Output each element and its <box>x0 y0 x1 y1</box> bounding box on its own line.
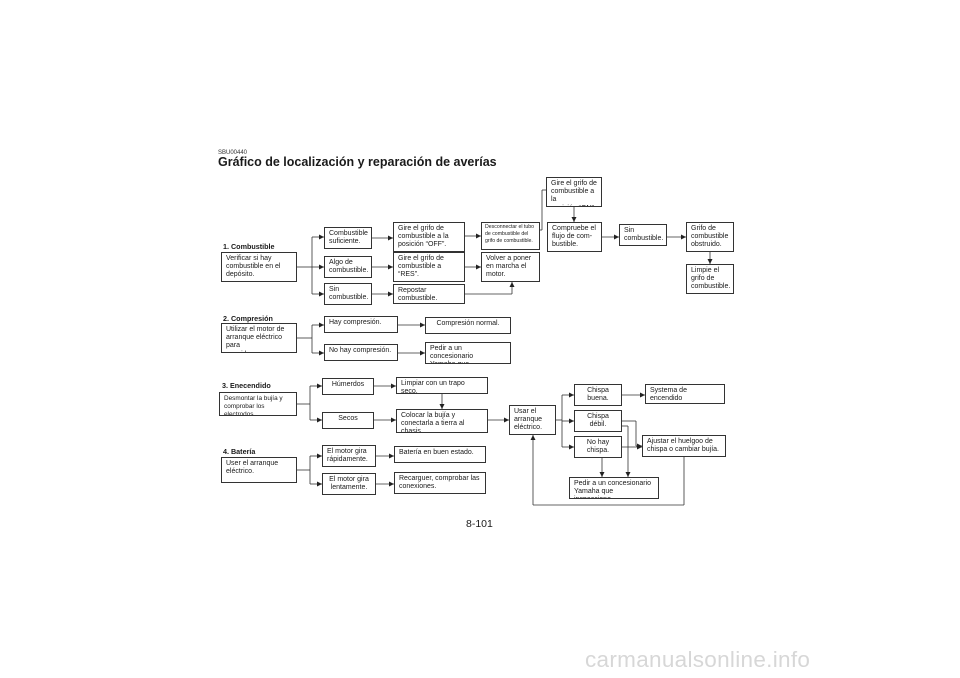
box-wipe-plug: Limpiar con un trapo seco. <box>396 377 488 394</box>
box-valve-res: Gire el grifo de combustible a “RES”. <box>393 252 465 282</box>
box-valve-off: Gire el grifo de combustible a la posici… <box>393 222 465 252</box>
connector-arrow-13 <box>388 291 393 297</box>
connector-arrow-41 <box>420 350 425 356</box>
box-fuel-sufficient: Combustible suficiente. <box>324 227 372 249</box>
box-no-fuel: Sin combustible. <box>619 224 667 246</box>
box-spark-weak: Chispa débil. <box>574 410 622 432</box>
connector-arrow-31 <box>707 259 713 264</box>
box-check-flow: Compruebe el flujo de com- bustible. <box>547 222 602 252</box>
box-no-compression: No hay compresión. <box>324 344 398 361</box>
connector-arrow-3 <box>319 234 324 240</box>
page-number: 8-101 <box>466 518 493 530</box>
connector-arrow-27 <box>614 234 619 240</box>
connector-arrow-55 <box>504 417 509 423</box>
connector-arrow-59 <box>569 392 574 398</box>
box-adjust-gap: Ajustar el huelgoo de chispa o cambiar b… <box>642 435 726 457</box>
connector-arrow-39 <box>420 322 425 328</box>
box-no-spark: No hay chispa. <box>574 436 622 458</box>
connector-arrow-45 <box>317 383 322 389</box>
box-refuel: Repostar combustible. <box>393 284 465 304</box>
connector-arrow-80 <box>530 435 536 440</box>
box-fuel-check: Verificar si hay combustible en el depós… <box>221 252 297 282</box>
connector-arrow-5 <box>319 264 324 270</box>
box-spark-good: Chispa buena. <box>574 384 622 406</box>
connector-arrow-17 <box>476 264 481 270</box>
connector-arrow-63 <box>569 444 574 450</box>
watermark-text: carmanualsonline.info <box>585 647 811 672</box>
connector-arrow-65 <box>640 392 645 398</box>
box-compression-check: Utilizar el motor de arranque eléctrico … <box>221 323 297 353</box>
connector-arrow-11 <box>388 264 393 270</box>
connector-arrow-25 <box>571 217 577 222</box>
box-ignition-dealer: Pedir a un concesionario Yamaha que insp… <box>569 477 659 499</box>
connector-arrow-9 <box>388 235 393 241</box>
connector-arrow-74 <box>625 472 631 477</box>
box-wet: Húmerdos <box>322 378 374 395</box>
box-ground-plug: Colocar la bujía y conectarla a tierra a… <box>396 409 488 433</box>
page-title: Gráfico de localización y reparación de … <box>218 155 497 169</box>
connector-arrow-49 <box>391 383 396 389</box>
box-restart-engine: Volver a poner en marcha el motor. <box>481 252 540 282</box>
box-engine-fast: El motor gira rápidamente. <box>322 445 376 467</box>
connector-arrow-88 <box>389 453 394 459</box>
connector-arrow-51 <box>391 417 396 423</box>
box-has-compression: Hay compresión. <box>324 316 398 333</box>
connector-arrow-84 <box>317 453 322 459</box>
connector-arrow-35 <box>319 322 324 328</box>
connector-arrow-29 <box>681 234 686 240</box>
box-compression-normal: Compresión normal. <box>425 317 511 334</box>
box-fuel-some: Algo de combustible. <box>324 256 372 278</box>
section-ignition-heading: 3. Enecendido <box>222 381 271 390</box>
box-ignition-check: Desmontar la bujía y comprobar los elect… <box>219 392 297 416</box>
section-battery-heading: 4. Batería <box>223 447 256 456</box>
connector-arrow-53 <box>439 404 445 409</box>
connector-arrow-61 <box>569 418 574 424</box>
connector-arrow-71 <box>637 444 642 450</box>
box-battery-check: User el arranque eléctrico. <box>221 457 297 483</box>
box-dry: Secos <box>322 412 374 429</box>
box-disconnect-hose: Desconnectar el tubo de combustible del … <box>481 222 540 250</box>
box-compression-dealer: Pedir a un concesionario Yamaha que insp… <box>425 342 511 364</box>
connector-arrow-47 <box>317 417 322 423</box>
box-electric-starter: Usar el arranque eléctrico. <box>509 405 556 435</box>
section-code: SBU00440 <box>218 150 248 156</box>
box-valve-clogged: Grifo de combustible obstruido. <box>686 222 734 252</box>
box-ignition-normal: Systema de encendido normal. <box>645 384 725 404</box>
section-compression-heading: 2. Compresión <box>223 314 273 323</box>
connector-arrow-37 <box>319 350 324 356</box>
connector-arrow-20 <box>509 282 515 287</box>
box-valve-on: Gire el grifo de combustible a la posici… <box>546 177 602 207</box>
connector-arrow-86 <box>317 481 322 487</box>
box-engine-slow: El motor gira lentamente. <box>322 473 376 495</box>
box-clean-valve: Limpie el grifo de combustible. <box>686 264 734 294</box>
section-fuel-heading: 1. Combustible <box>223 242 275 251</box>
connector-arrow-7 <box>319 291 324 297</box>
connector-arrow-90 <box>389 481 394 487</box>
box-recharge: Recarguer, comprobar las conexiones. <box>394 472 486 494</box>
connector-arrow-15 <box>476 233 481 239</box>
connector-arrow-76 <box>599 472 605 477</box>
box-fuel-none: Sin combustible. <box>324 283 372 305</box>
box-battery-ok: Batería en buen estado. <box>394 446 486 463</box>
